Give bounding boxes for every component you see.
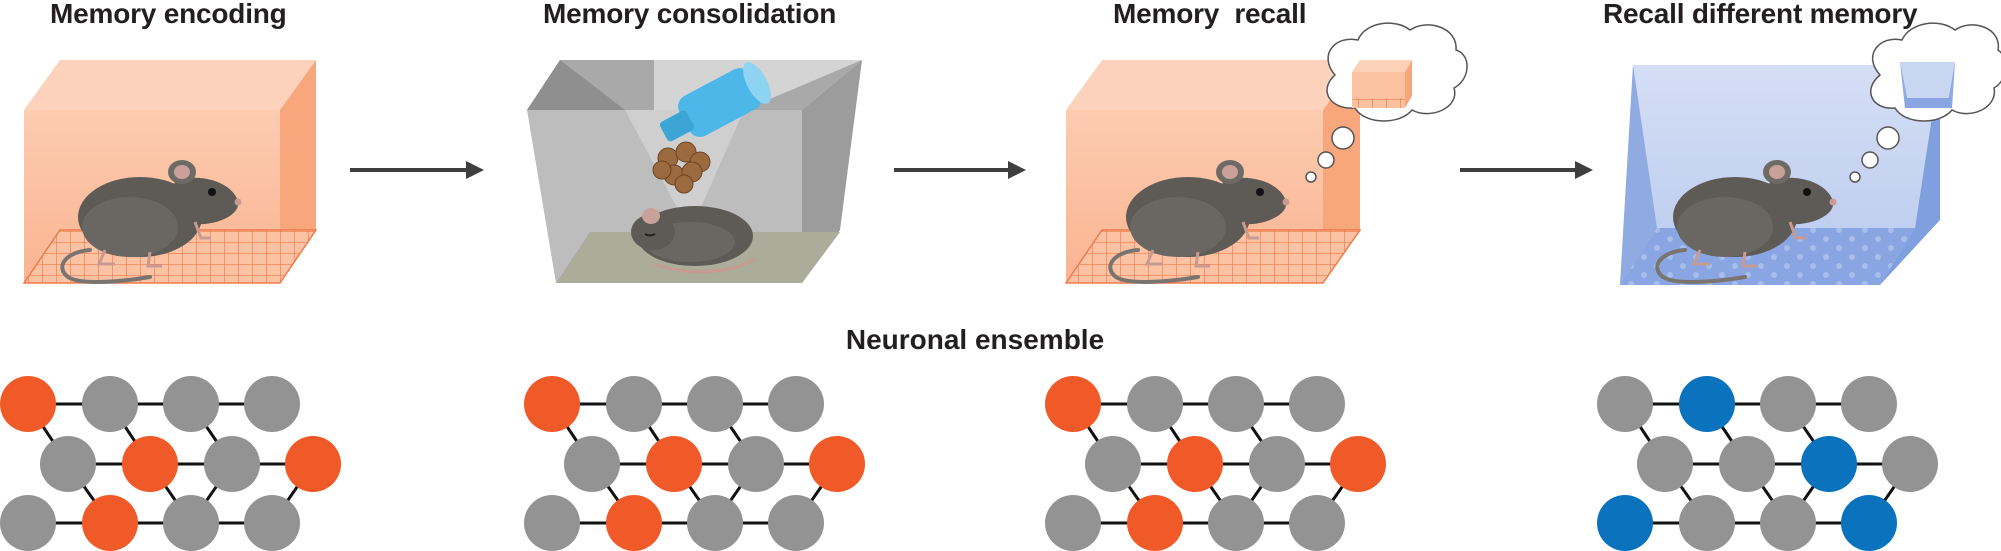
neuron-active [122, 436, 178, 492]
neuron-inactive [1208, 376, 1264, 432]
neuron-inactive [1085, 436, 1141, 492]
neuron-active [285, 436, 341, 492]
neuron-inactive [687, 495, 743, 551]
stage-title-consolidation: Memory consolidation [543, 0, 837, 29]
neuron-alternate [1801, 436, 1857, 492]
food-pellets-icon [652, 141, 711, 194]
neuron-active [0, 376, 56, 432]
neuron-active [1330, 436, 1386, 492]
neuron-inactive [1249, 436, 1305, 492]
neuron-inactive [1597, 376, 1653, 432]
neuronal-ensemble-1 [0, 376, 341, 551]
neuron-alternate [1841, 495, 1897, 551]
neuron-inactive [163, 495, 219, 551]
neuron-active [1127, 495, 1183, 551]
consolidation-home-cage [527, 60, 862, 283]
neuron-inactive [728, 436, 784, 492]
neuron-active [1045, 376, 1101, 432]
arrow-2-icon [894, 161, 1026, 179]
stage-title-recall: Memory recall [1113, 0, 1307, 29]
neuronal-ensemble-3 [1045, 376, 1386, 551]
neuron-alternate [1597, 495, 1653, 551]
neuron-inactive [564, 436, 620, 492]
neuronal-ensemble-4 [1597, 376, 1938, 551]
neuron-inactive [40, 436, 96, 492]
neuron-active [606, 495, 662, 551]
neuron-inactive [163, 376, 219, 432]
neuron-inactive [1760, 376, 1816, 432]
arrow-1-icon [350, 161, 484, 179]
neuron-inactive [1208, 495, 1264, 551]
thought-bubble-recall-icon [1305, 22, 1468, 183]
neuron-inactive [1719, 436, 1775, 492]
neuron-inactive [0, 495, 56, 551]
neuronal-ensemble-2 [524, 376, 865, 551]
thought-bubble-different-icon [1849, 22, 2001, 183]
water-bottle-icon [660, 62, 771, 142]
neuron-inactive [244, 495, 300, 551]
neuron-inactive [1289, 495, 1345, 551]
neuron-inactive [1882, 436, 1938, 492]
neuron-inactive [1679, 495, 1735, 551]
neuron-active [1167, 436, 1223, 492]
neuron-inactive [1045, 495, 1101, 551]
neuron-inactive [606, 376, 662, 432]
neuron-active [646, 436, 702, 492]
neuron-active [809, 436, 865, 492]
neuron-inactive [1127, 376, 1183, 432]
neuron-inactive [1841, 376, 1897, 432]
neuron-active [82, 495, 138, 551]
stage-title-encoding: Memory encoding [50, 0, 287, 29]
neuron-inactive [1637, 436, 1693, 492]
neuron-inactive [1289, 376, 1345, 432]
neuron-inactive [244, 376, 300, 432]
ensemble-title: Neuronal ensemble [845, 324, 1105, 355]
neuron-inactive [1760, 495, 1816, 551]
stage-title-recall-different: Recall different memory [1603, 0, 1918, 29]
neuron-active [524, 376, 580, 432]
neuron-inactive [768, 376, 824, 432]
neuron-inactive [687, 376, 743, 432]
neuron-alternate [1679, 376, 1735, 432]
neuron-inactive [204, 436, 260, 492]
neuron-inactive [82, 376, 138, 432]
neuron-inactive [524, 495, 580, 551]
arrow-3-icon [1460, 161, 1593, 179]
neuron-inactive [768, 495, 824, 551]
